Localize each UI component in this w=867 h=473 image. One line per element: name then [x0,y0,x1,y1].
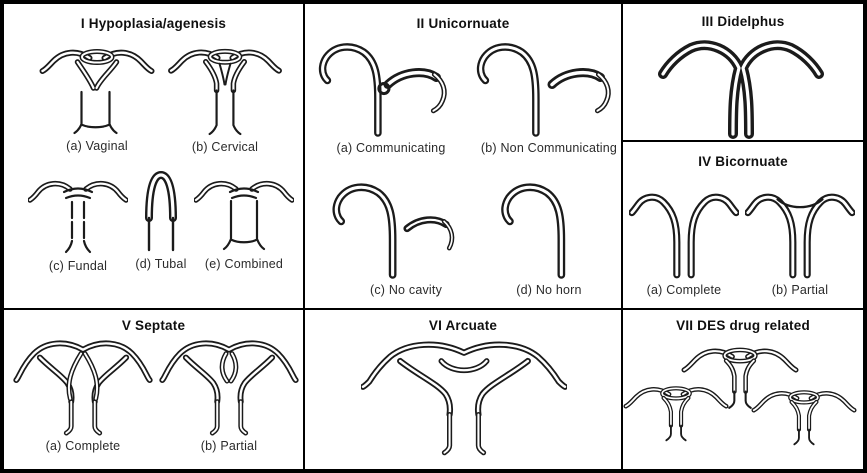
sub-type-label: (a) Vaginal [66,139,128,153]
uterus-diagram-unicornuate-non-communicating: (b) Non Communicating [473,32,621,155]
panel-arcuate: VI Arcuate [305,310,623,469]
uterus-diagram-hypoplasia-fundal: (c) Fundal [28,168,128,273]
sub-type-label: (a) Complete [45,439,121,453]
uterus-diagram-unicornuate-no-horn: (d) No horn [497,172,601,297]
sub-type-label: (a) Communicating [336,141,446,155]
uterus-diagram-arcuate [361,332,567,458]
sub-type-label: (d) Tubal [135,257,187,271]
uterus-diagram-des-right [751,378,857,448]
panel-bicornuate: IV Bicornuate (a) Complete (b) Partial [623,142,863,310]
sub-type-label: (c) Fundal [48,259,108,273]
uterus-diagram-hypoplasia-cervical: (b) Cervical [166,36,284,154]
uterus-diagram-bicornuate-partial: (b) Partial [745,172,855,297]
panel-title: VI Arcuate [428,318,498,333]
panel-title: V Septate [121,318,186,333]
panel-unicornuate: II Unicornuate (a) Communicating (b) Non… [305,4,623,310]
sub-type-label: (b) Partial [771,283,829,297]
uterus-diagram-unicornuate-communicating: (a) Communicating [315,32,467,155]
panel-title: II Unicornuate [416,16,510,31]
uterus-diagram-hypoplasia-combined: (e) Combined [194,168,294,271]
uterus-diagram-des-left [623,374,729,444]
sub-type-label: (e) Combined [204,257,284,271]
panel-title: I Hypoplasia/agenesis [80,16,227,31]
sub-type-label: (d) No horn [516,283,582,297]
uterus-diagram-hypoplasia-tubal: (d) Tubal [130,162,192,271]
sub-type-label: (b) Partial [200,439,258,453]
uterus-diagram-hypoplasia-vaginal: (a) Vaginal [38,36,156,153]
panel-septate: V Septate (a) Complete (b) Partial [4,310,305,469]
uterus-diagram-septate-partial: (b) Partial [158,332,300,453]
panel-didelphus: III Didelphus [623,4,863,142]
sub-type-label: (b) Non Communicating [480,141,618,155]
uterus-diagram-unicornuate-no-cavity: (c) No cavity [327,172,485,297]
uterus-diagram-didelphus [655,28,827,140]
uterus-diagram-bicornuate-complete: (a) Complete [629,172,739,297]
sub-type-label: (c) No cavity [369,283,443,297]
sub-type-label: (b) Cervical [191,140,259,154]
panel-title: IV Bicornuate [698,154,788,169]
panel-hypoplasia-agenesis: I Hypoplasia/agenesis (a) Vaginal [4,4,305,310]
sub-type-label: (a) Complete [646,283,722,297]
panel-title: III Didelphus [701,14,785,29]
panel-des-drug-related: VII DES drug related [623,310,863,469]
uterus-diagram-septate-complete: (a) Complete [12,332,154,453]
panel-title: VII DES drug related [676,318,810,333]
